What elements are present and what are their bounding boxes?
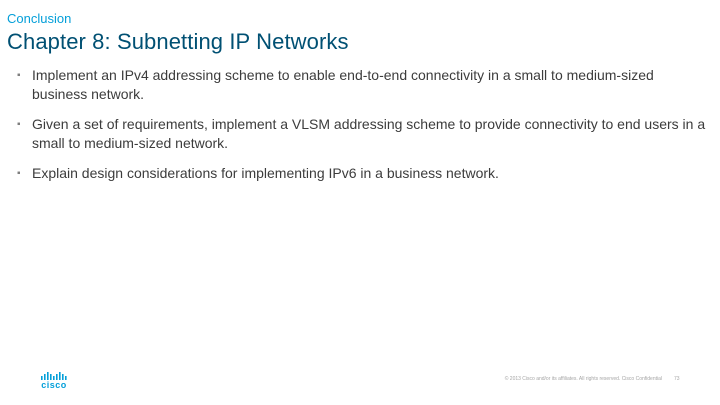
- bullet-list: ▪ Implement an IPv4 addressing scheme to…: [17, 66, 707, 194]
- bullet-text: Given a set of requirements, implement a…: [32, 116, 706, 151]
- slide-title: Chapter 8: Subnetting IP Networks: [7, 29, 349, 54]
- bullet-text: Implement an IPv4 addressing scheme to e…: [32, 67, 654, 102]
- bullet-marker: ▪: [17, 119, 21, 130]
- logo-bars: [41, 372, 67, 380]
- footer: cisco © 2013 Cisco and/or its affiliates…: [0, 366, 720, 396]
- bullet-item: ▪ Given a set of requirements, implement…: [17, 115, 707, 153]
- logo-wordmark: cisco: [41, 380, 67, 390]
- section-label: Conclusion: [7, 11, 72, 26]
- copyright-notice: © 2013 Cisco and/or its affiliates. All …: [504, 376, 662, 382]
- bullet-item: ▪ Implement an IPv4 addressing scheme to…: [17, 66, 707, 104]
- cisco-logo-icon: cisco: [40, 372, 68, 390]
- page-number: 73: [674, 376, 680, 382]
- bullet-marker: ▪: [17, 70, 21, 81]
- bullet-marker: ▪: [17, 168, 21, 179]
- bullet-text: Explain design considerations for implem…: [32, 165, 499, 181]
- bullet-item: ▪ Explain design considerations for impl…: [17, 164, 707, 183]
